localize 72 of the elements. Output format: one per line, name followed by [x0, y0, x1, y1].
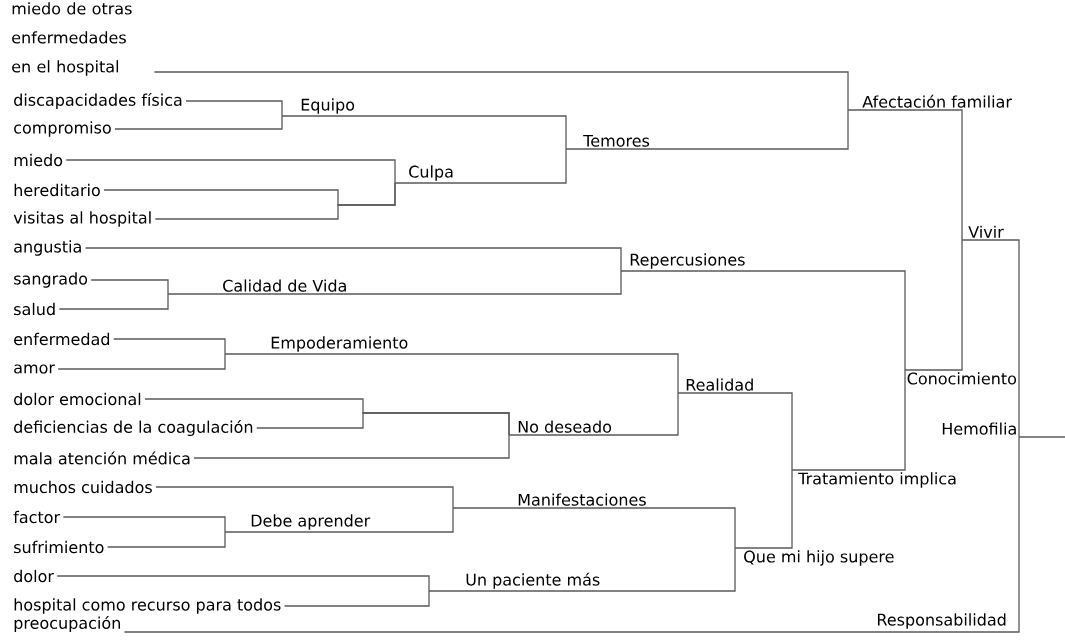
tree-branch	[62, 516, 226, 533]
cluster-label: Realidad	[686, 378, 753, 391]
tree-branch	[84, 247, 622, 272]
category-label: sangrado	[14, 272, 88, 288]
tree-branch	[620, 270, 906, 371]
tree-branch	[155, 486, 454, 509]
category-label: salud	[14, 302, 55, 316]
tree-branch	[428, 547, 736, 592]
tree-branch	[961, 239, 1020, 438]
tree-branch	[224, 353, 679, 394]
cluster-label: No deseado	[518, 420, 612, 433]
category-label: factor	[13, 510, 61, 524]
cluster-label: Equipo	[301, 98, 355, 114]
cluster-label: Afectación familiar	[862, 94, 1012, 108]
cluster-label: Culpa	[409, 165, 453, 181]
tree-branch	[904, 239, 963, 371]
tree-branch	[565, 109, 849, 150]
cluster-label: Empoderamiento	[271, 336, 408, 352]
cluster-label: Un paciente más	[466, 572, 600, 589]
tree-branch	[58, 293, 169, 310]
tree-branch	[90, 279, 169, 295]
tree-branch	[106, 531, 226, 548]
tree-branch	[113, 338, 226, 355]
tree-branch	[56, 575, 430, 592]
cluster-label: Hemofilia	[942, 422, 1016, 435]
tree-branch	[847, 109, 963, 241]
category-label: angustia	[14, 240, 81, 256]
category-label: mala atención médica	[14, 451, 190, 465]
tree-branch	[57, 353, 226, 370]
category-label: deficiencias de la coagulación	[14, 419, 253, 437]
category-label: hospital como recurso para todos	[14, 598, 281, 614]
tree-branch	[123, 436, 1020, 633]
tree-branch	[224, 507, 454, 533]
category-label: enfermedad	[14, 332, 110, 346]
tree-branch	[153, 71, 849, 111]
tree-branch	[508, 392, 679, 436]
cluster-label: Manifestaciones	[518, 493, 646, 506]
category-label: miedo	[14, 153, 63, 167]
category-label: amor	[14, 364, 55, 374]
cluster-label: Vivir	[968, 225, 1004, 238]
tree-branch	[256, 412, 510, 436]
tree-branch	[154, 182, 396, 220]
tree-branch	[734, 469, 793, 549]
tree-branch	[1018, 436, 1065, 438]
cluster-label: Que mi hijo supere	[744, 550, 894, 566]
category-label: hereditario	[14, 183, 100, 197]
category-label: dolor	[14, 569, 54, 583]
tree-branch	[791, 369, 906, 471]
tree-branch	[283, 590, 430, 607]
category-label: sufrimiento	[14, 540, 104, 554]
tree-branch	[193, 434, 510, 459]
cluster-label: Debe aprender	[251, 514, 371, 530]
tree-branch	[114, 115, 283, 130]
category-label: visitas al hospital	[13, 211, 151, 227]
cluster-label: Repercusiones	[630, 253, 745, 269]
cluster-label: Calidad de Vida	[223, 279, 346, 292]
category-label: discapacidades física	[14, 92, 182, 110]
tree-branch	[167, 270, 622, 295]
edge-label: Responsabilidad	[875, 612, 1008, 630]
tree-branch	[394, 148, 567, 184]
cluster-label: Tratamiento implica	[798, 472, 956, 488]
tree-branch	[677, 392, 793, 471]
category-label: dolor emocional	[14, 392, 141, 406]
tree-branch	[452, 507, 736, 549]
tree-branch	[281, 115, 567, 150]
tree-branch	[65, 159, 396, 184]
category-label: compromiso	[14, 121, 111, 137]
category-label: muchos cuidados	[14, 480, 152, 494]
category-label: preocupación	[14, 615, 120, 633]
cluster-label: Conocimiento	[907, 372, 1017, 385]
tree-branch	[185, 100, 283, 117]
cluster-label: Temores	[583, 134, 650, 147]
